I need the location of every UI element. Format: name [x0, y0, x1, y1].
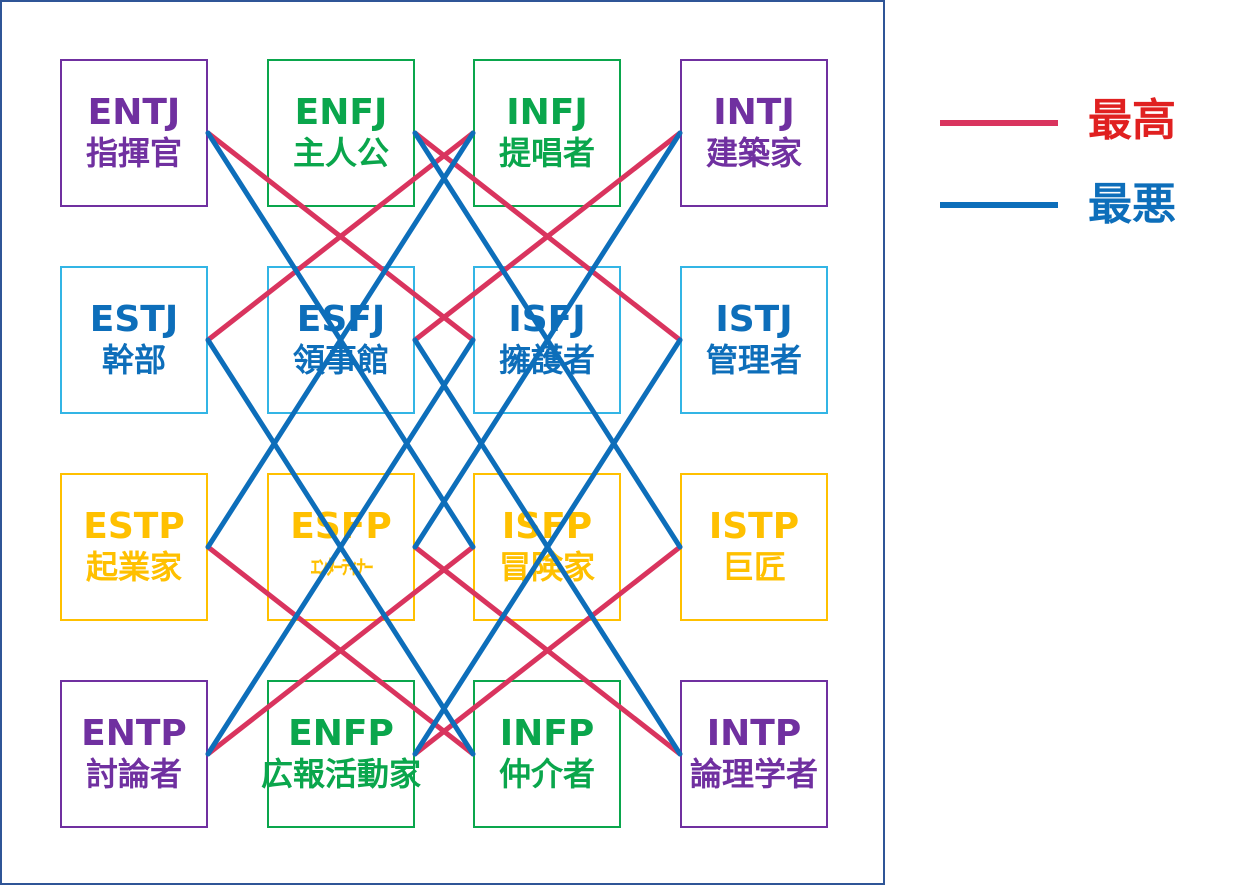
- best-link-infj-estj: [205, 130, 476, 343]
- type-code: INTP: [706, 713, 802, 754]
- worst-link-istj-enfp: [412, 337, 683, 757]
- type-code: ESFP: [290, 506, 392, 547]
- type-name: 幹部: [101, 341, 166, 379]
- type-code: ENTP: [81, 713, 187, 754]
- type-code: ENFJ: [294, 92, 388, 133]
- diagram-frame: [0, 0, 885, 885]
- type-name: 擁護者: [498, 341, 595, 379]
- legend-best-line: [940, 120, 1058, 126]
- best-link-intj-esfj: [412, 130, 683, 343]
- type-name: 論理学者: [689, 755, 818, 793]
- worst-link-intj-esfp: [412, 130, 683, 550]
- type-name: 討論者: [85, 755, 182, 793]
- worst-link-isfj-entp: [205, 337, 476, 757]
- type-name: 主人公: [292, 134, 389, 172]
- type-code: ISFP: [501, 506, 593, 547]
- type-code: ISFJ: [508, 299, 586, 340]
- type-name: 提唱者: [498, 134, 595, 172]
- type-name: 冒険家: [498, 548, 595, 586]
- type-name: 指揮官: [85, 134, 182, 172]
- type-name: 建築家: [705, 134, 802, 172]
- type-name: 巨匠: [721, 548, 786, 586]
- type-code: INFP: [499, 713, 595, 754]
- legend-worst-label: 最悪: [1088, 179, 1176, 230]
- type-code: ENFP: [288, 713, 394, 754]
- type-code: ISTJ: [715, 299, 793, 340]
- type-name: 仲介者: [498, 755, 595, 793]
- type-name: 広報活動家: [261, 755, 422, 793]
- legend-worst-line: [940, 202, 1058, 208]
- type-code: INTJ: [713, 92, 795, 133]
- type-code: ESFJ: [296, 299, 386, 340]
- type-code: ESTJ: [89, 299, 179, 340]
- type-code: INFJ: [506, 92, 588, 133]
- type-name: 管理者: [705, 341, 802, 379]
- compatibility-links: [205, 130, 683, 757]
- type-code: ESTP: [83, 506, 185, 547]
- type-code: ENTJ: [87, 92, 181, 133]
- type-code: ISTP: [708, 506, 800, 547]
- legend-best-label: 最高: [1088, 95, 1176, 146]
- best-link-istp-enfp: [412, 544, 683, 757]
- type-name: 起業家: [85, 548, 182, 586]
- best-link-isfp-entp: [205, 544, 476, 757]
- worst-link-infj-estp: [205, 130, 476, 550]
- type-name: 領事館: [292, 341, 389, 379]
